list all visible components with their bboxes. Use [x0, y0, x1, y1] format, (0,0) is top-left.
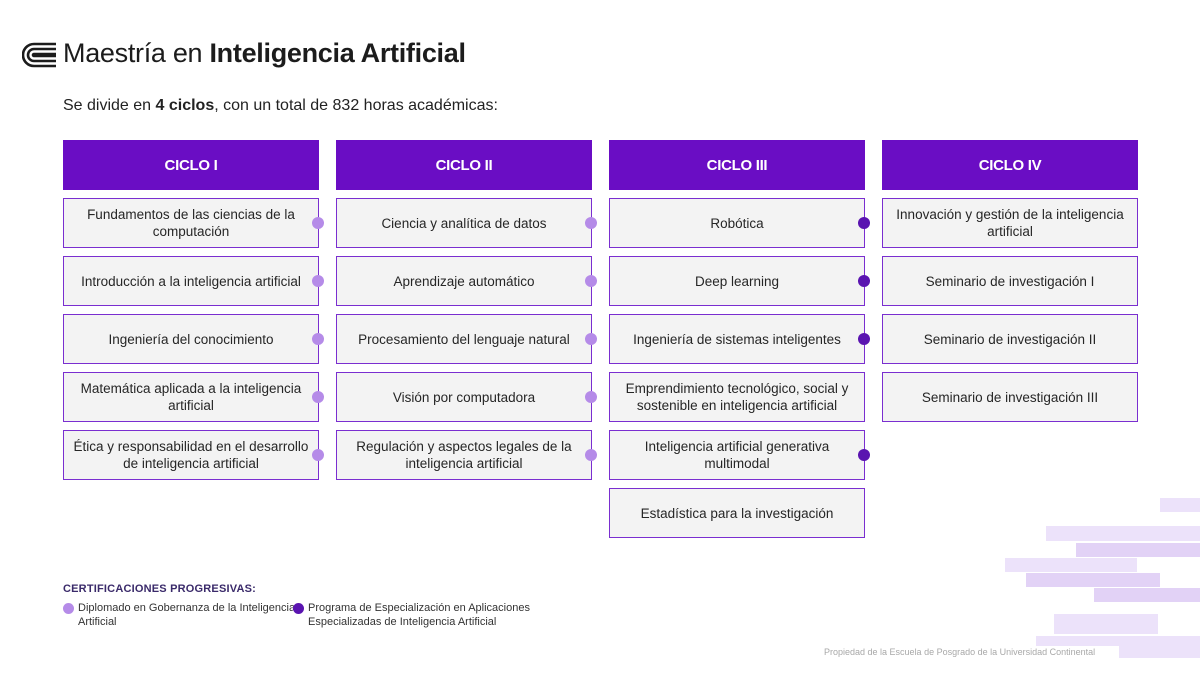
diploma-dot-icon — [585, 333, 597, 345]
course-name: Deep learning — [694, 273, 780, 289]
course-name: Robótica — [710, 215, 764, 231]
course-card: Ingeniería del conocimiento — [63, 314, 324, 364]
title-regular: Maestría en — [63, 38, 210, 68]
course-card: Procesamiento del lenguaje natural — [336, 314, 597, 364]
course-name: Ingeniería del conocimiento — [108, 331, 274, 347]
cycle-column: CICLO IV Innovación y gestión de la intel… — [882, 140, 1138, 422]
decor-bar — [1076, 543, 1200, 557]
diploma-dot-icon — [312, 217, 324, 229]
course-name: Ética y responsabilidad en el desarrollo… — [73, 439, 309, 471]
diploma-dot-icon — [585, 449, 597, 461]
specialization-dot-icon — [858, 275, 870, 287]
decor-bar — [1119, 646, 1200, 658]
diploma-dot-icon — [312, 391, 324, 403]
course-card: Seminario de investigación II — [882, 314, 1138, 364]
cycle-column: CICLO I Fundamentos de las ciencias de la… — [63, 140, 324, 480]
course-name: Seminario de investigación III — [921, 389, 1099, 405]
decor-bar — [1160, 498, 1200, 512]
course-card: Deep learning — [609, 256, 870, 306]
cycle-header: CICLO I — [63, 140, 319, 190]
certifications-title: CERTIFICACIONES PROGRESIVAS: — [63, 583, 257, 595]
legend-dot-icon — [63, 603, 74, 614]
course-name: Aprendizaje automático — [393, 273, 535, 289]
diploma-dot-icon — [312, 333, 324, 345]
course-card: Emprendimiento tecnológico, social y sos… — [609, 372, 865, 422]
course-card: Inteligencia artificial generativa multi… — [609, 430, 870, 480]
course-card: Matemática aplicada a la inteligencia ar… — [63, 372, 324, 422]
course-name: Ciencia y analítica de datos — [381, 215, 547, 231]
course-card: Estadística para la investigación — [609, 488, 865, 538]
course-card: Introducción a la inteligencia artificia… — [63, 256, 324, 306]
footer-text: Propiedad de la Escuela de Posgrado de l… — [824, 647, 1096, 657]
diploma-dot-icon — [312, 275, 324, 287]
course-name: Seminario de investigación I — [925, 273, 1095, 289]
course-card: Ética y responsabilidad en el desarrollo… — [63, 430, 324, 480]
course-name: Inteligencia artificial generativa multi… — [644, 439, 830, 471]
course-card: Visión por computadora — [336, 372, 597, 422]
specialization-dot-icon — [858, 333, 870, 345]
cycle-header: CICLO II — [336, 140, 592, 190]
certification-label: Diplomado en Gobernanza de la Inteligenc… — [78, 602, 296, 628]
cycle-header: CICLO III — [609, 140, 865, 190]
course-card: Ciencia y analítica de datos — [336, 198, 597, 248]
diploma-dot-icon — [585, 391, 597, 403]
course-name: Seminario de investigación II — [923, 331, 1097, 347]
specialization-dot-icon — [858, 449, 870, 461]
intro-bold: 4 ciclos — [155, 97, 215, 114]
diploma-dot-icon — [312, 449, 324, 461]
course-name: Regulación y aspectos legales de la inte… — [356, 439, 572, 471]
cycle-header: CICLO IV — [882, 140, 1138, 190]
decor-bar — [1094, 588, 1200, 602]
diploma-dot-icon — [585, 217, 597, 229]
course-name: Fundamentos de las ciencias de la comput… — [87, 207, 295, 239]
title-bold: Inteligencia Artificial — [209, 38, 466, 68]
certification-item: Programa de Especialización en Aplicacio… — [293, 602, 538, 629]
decor-bar — [1026, 573, 1160, 587]
course-name: Emprendimiento tecnológico, social y sos… — [625, 381, 849, 413]
legend-dot-icon — [293, 603, 304, 614]
decor-bar — [1054, 614, 1158, 634]
course-name: Matemática aplicada a la inteligencia ar… — [80, 381, 302, 413]
diploma-dot-icon — [585, 275, 597, 287]
certification-item: Diplomado en Gobernanza de la Inteligenc… — [63, 602, 308, 629]
course-card: Aprendizaje automático — [336, 256, 597, 306]
course-name: Introducción a la inteligencia artificia… — [81, 273, 301, 289]
course-card: Seminario de investigación III — [882, 372, 1138, 422]
course-card: Innovación y gestión de la inteligencia … — [882, 198, 1138, 248]
course-card: Seminario de investigación I — [882, 256, 1138, 306]
course-name: Innovación y gestión de la inteligencia … — [896, 207, 1124, 239]
course-card: Fundamentos de las ciencias de la comput… — [63, 198, 324, 248]
course-name: Ingeniería de sistemas inteligentes — [633, 331, 841, 347]
university-logo-icon — [22, 42, 56, 68]
intro-part1: Se divide en — [63, 97, 156, 114]
page-title: Maestría en Inteligencia Artificial — [63, 38, 466, 69]
course-name: Visión por computadora — [392, 389, 536, 405]
decor-bar — [1046, 526, 1200, 541]
course-card: Ingeniería de sistemas inteligentes — [609, 314, 870, 364]
intro-text: Se divide en 4 ciclos, con un total de 8… — [63, 97, 498, 115]
course-card: Robótica — [609, 198, 870, 248]
certification-label: Programa de Especialización en Aplicacio… — [308, 602, 530, 628]
intro-part2: , con un total de 832 horas académicas: — [214, 97, 498, 114]
course-card: Regulación y aspectos legales de la inte… — [336, 430, 597, 480]
specialization-dot-icon — [858, 217, 870, 229]
course-name: Estadística para la investigación — [640, 505, 834, 521]
decor-bar — [1005, 558, 1137, 572]
course-name: Procesamiento del lenguaje natural — [358, 331, 570, 347]
decor-bar — [1036, 636, 1200, 646]
